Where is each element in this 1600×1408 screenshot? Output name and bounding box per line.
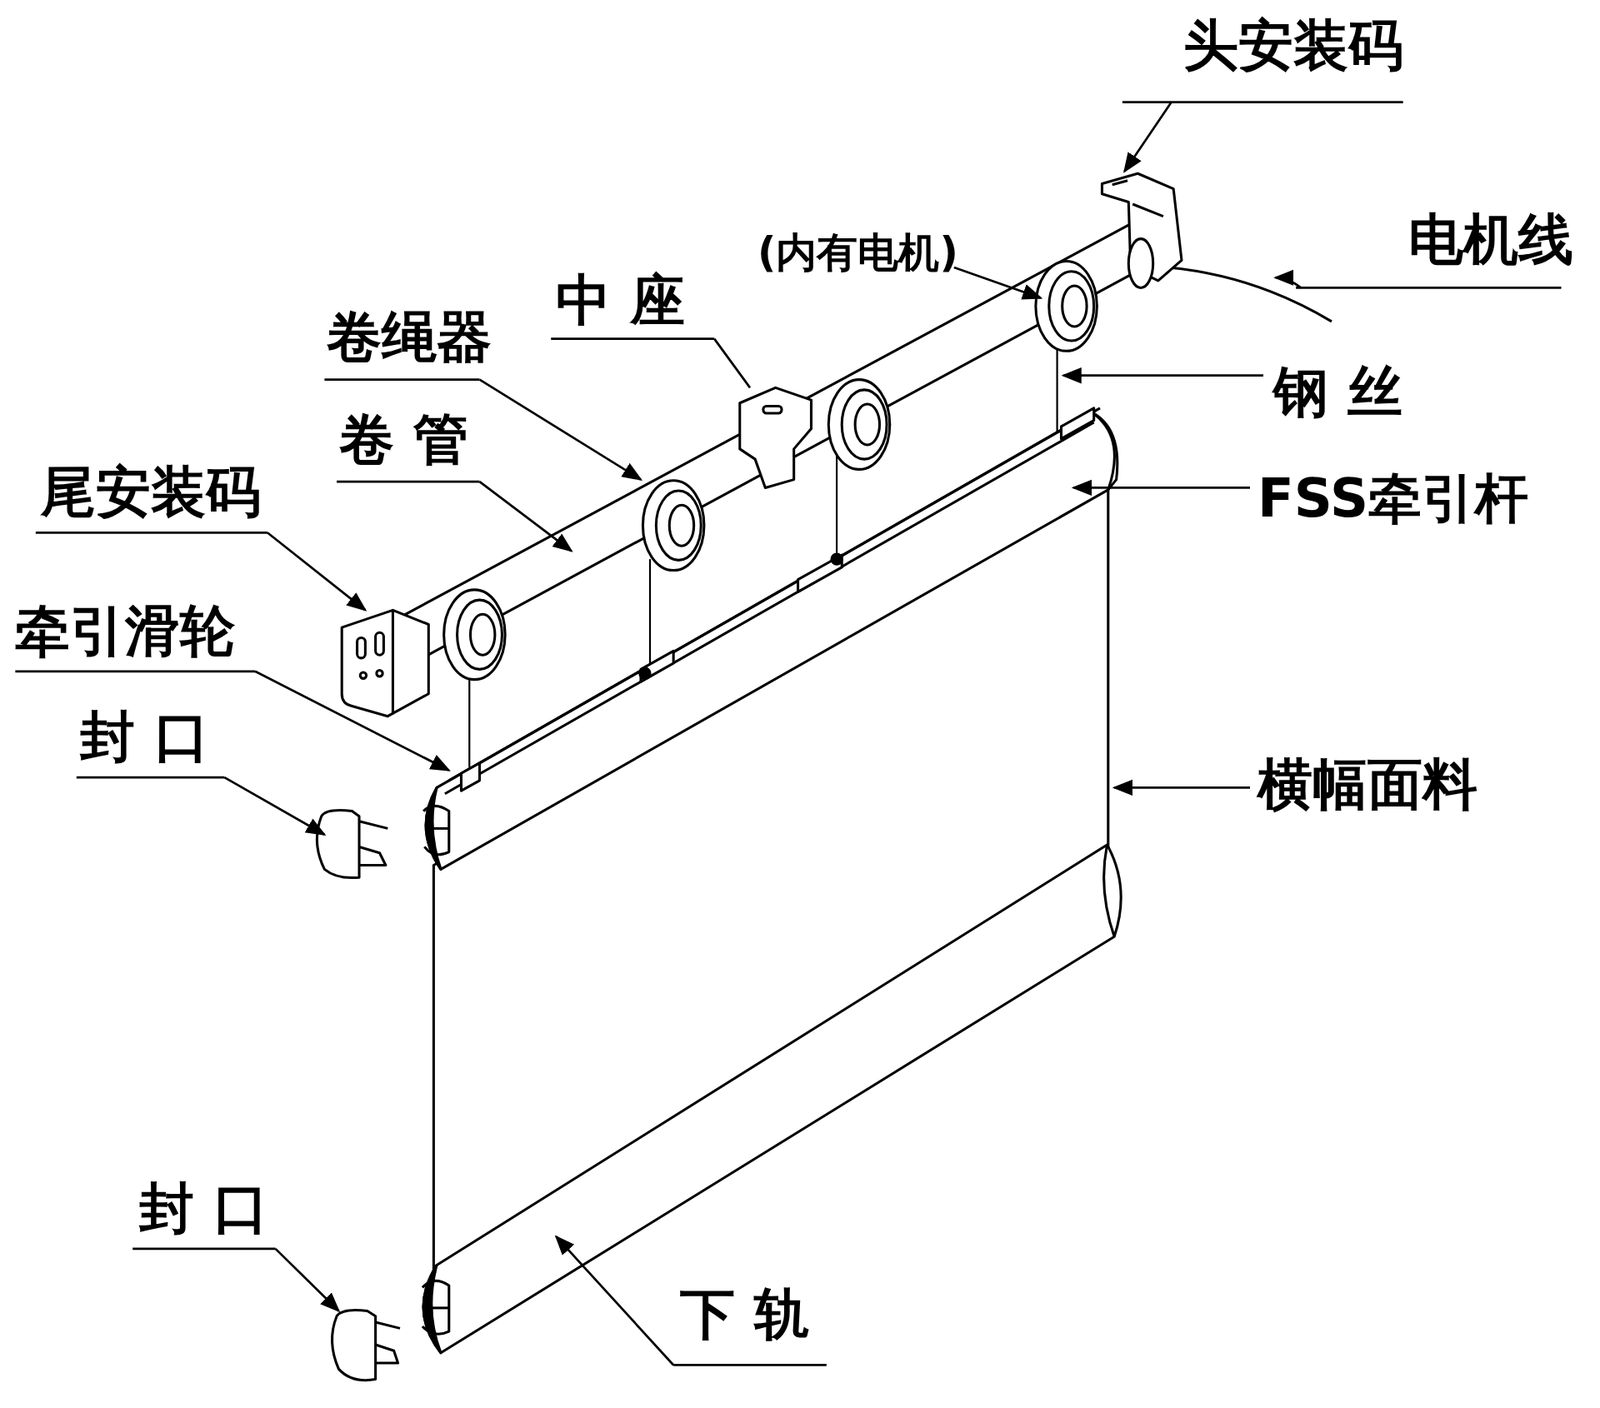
tube-label: 卷 管: [339, 412, 469, 468]
pulley-label: 牵引滑轮: [15, 604, 235, 660]
rail-label: 下 轨: [680, 1287, 810, 1343]
rod-label: FSS牵引杆: [1257, 471, 1529, 525]
bracket-label: 中 座: [555, 273, 685, 329]
wire-label: 钢 丝: [1273, 365, 1403, 420]
bracket-label: 尾安装码: [40, 465, 261, 520]
spool-label: 卷绳器: [326, 310, 492, 365]
cable-label: 电机线: [1408, 212, 1574, 268]
fabric-label: 横幅面料: [1257, 757, 1478, 813]
cap-label: 封 口: [80, 710, 210, 765]
cap-label: 封 口: [139, 1181, 269, 1237]
motor-note: (内有电机): [757, 232, 959, 274]
bracket-label: 头安装码: [1183, 18, 1404, 74]
